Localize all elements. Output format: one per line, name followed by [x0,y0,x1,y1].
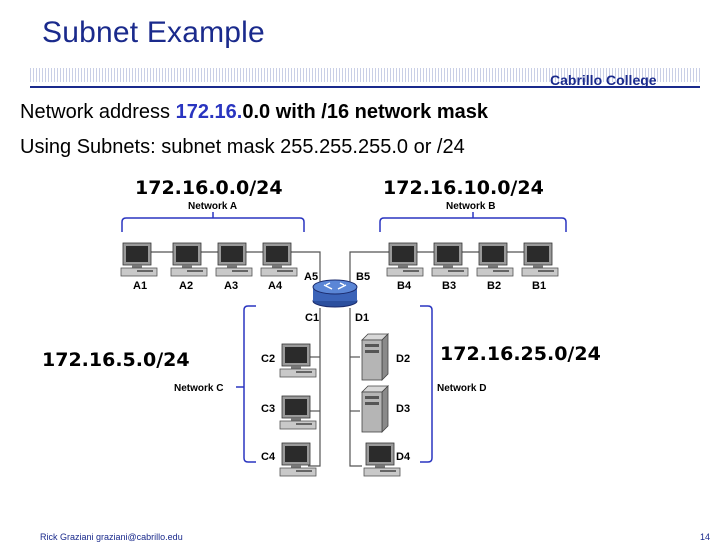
host-b2-label: B2 [487,280,501,292]
network-c-name: Network C [174,383,223,394]
pc-c3-icon [279,395,317,430]
page-number: 14 [700,532,711,542]
host-d2-label: D2 [396,353,410,365]
pc-c4-icon [279,442,317,477]
pc-d4-icon [363,442,401,477]
title-decoration [30,68,700,82]
host-d3-label: D3 [396,403,410,415]
pc-c2-icon [279,343,317,378]
router-port-c1: C1 [305,312,319,324]
pc-a1-icon [120,242,158,277]
network-a-brace [121,217,305,232]
title-rule [30,86,700,88]
host-a2-label: A2 [179,280,193,292]
host-c3-label: C3 [261,403,275,415]
router-icon [312,279,358,308]
slide-title: Subnet Example [42,16,265,49]
brand-logo-text: Cabrillo College [550,72,657,88]
network-d-address: 172.16.25.0/24 [440,343,601,365]
subnet-mask-line: Using Subnets: subnet mask 255.255.255.0… [20,136,465,158]
network-a-name: Network A [188,201,237,212]
network-address-line: Network address 172.16.0.0 with /16 netw… [20,101,488,124]
line1-prefix: Network address [20,101,176,123]
line1-highlight: 172.16. [175,101,243,123]
host-a3-label: A3 [224,280,238,292]
network-c-address: 172.16.5.0/24 [42,349,190,371]
footer-author: Rick Graziani graziani@cabrillo.edu [40,532,183,542]
host-b4-label: B4 [397,280,412,292]
network-b-name: Network B [446,201,495,212]
host-a4-label: A4 [268,280,283,292]
network-c-brace [243,305,256,463]
host-c4-label: C4 [261,451,276,463]
line1-rest: 0.0 with /16 network mask [242,101,489,123]
router-port-b5: B5 [356,271,370,283]
network-d-name: Network D [437,383,486,394]
pc-b3-icon [431,242,469,277]
host-b1-label: B1 [532,280,546,292]
host-c2-label: C2 [261,353,275,365]
network-b-address: 172.16.10.0/24 [383,177,544,199]
host-a1-label: A1 [133,280,147,292]
router-port-d1: D1 [355,312,369,324]
host-d4-label: D4 [396,451,411,463]
router-port-a5: A5 [304,271,318,283]
pc-a4-icon [260,242,298,277]
host-b3-label: B3 [442,280,456,292]
pc-a3-icon [215,242,253,277]
pc-a2-icon [170,242,208,277]
network-a-address: 172.16.0.0/24 [135,177,283,199]
network-b-brace [379,217,567,232]
pc-b2-icon [476,242,514,277]
pc-b4-icon [386,242,424,277]
network-d-brace [420,305,433,463]
pc-b1-icon [521,242,559,277]
server-d3-icon [361,385,389,433]
server-d2-icon [361,333,389,381]
